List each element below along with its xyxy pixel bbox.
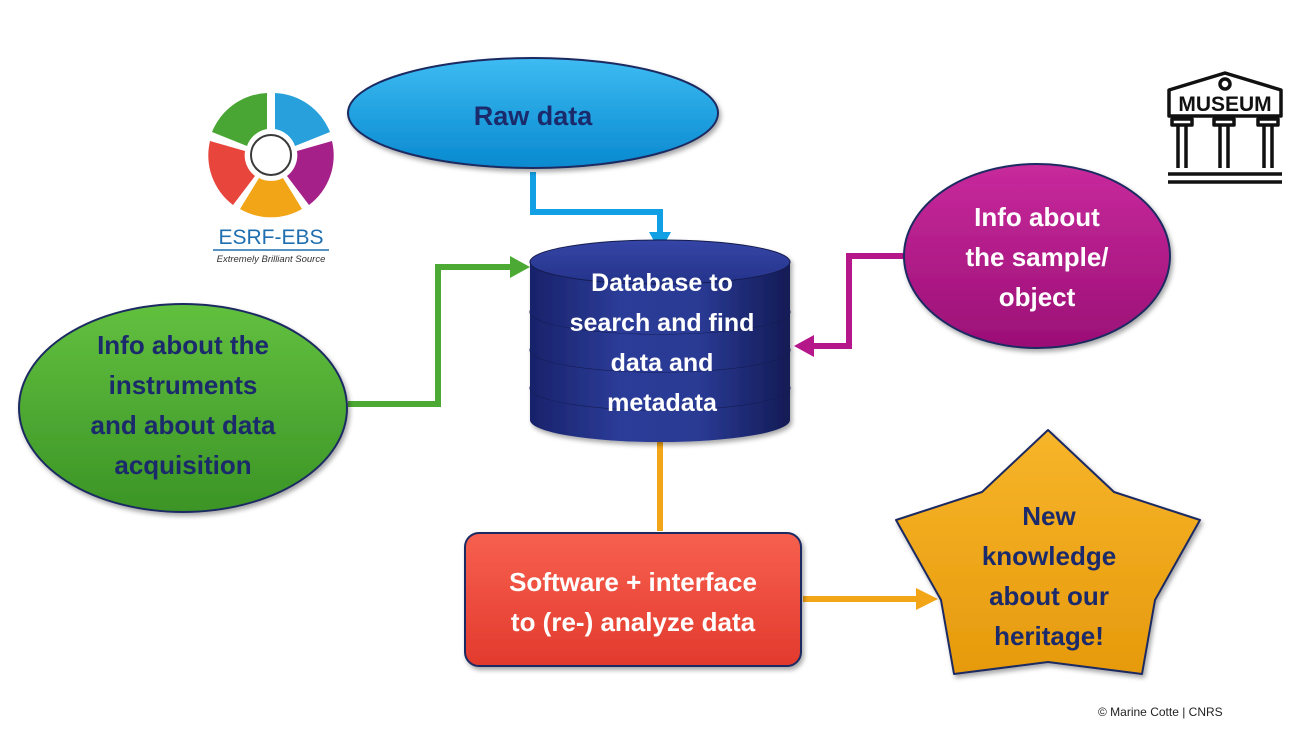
software-line-1: Software + interface — [509, 567, 757, 597]
knowledge-line-2: knowledge — [982, 541, 1116, 571]
raw-data-label: Raw data — [474, 101, 594, 131]
sample-line-2: the sample/ — [965, 242, 1108, 272]
database-cylinder — [529, 239, 791, 442]
instruments-node: Info about the instruments and about dat… — [18, 303, 348, 513]
software-line-2: to (re-) analyze data — [511, 607, 756, 637]
knowledge-line-3: about our — [989, 581, 1109, 611]
arrow-sample-to-database — [794, 253, 905, 357]
knowledge-line-4: heritage! — [994, 621, 1104, 651]
instruments-line-2: instruments — [109, 370, 258, 400]
database-line-1: Database to — [591, 269, 733, 297]
raw-data-node: Raw data — [347, 57, 719, 169]
esrf-logo-ring-icon — [208, 93, 334, 218]
esrf-logo-tagline: Extremely Brilliant Source — [217, 254, 326, 265]
copyright-credit: © Marine Cotte | CNRS — [1098, 705, 1223, 719]
database-label: Database to search and find data and met… — [570, 269, 755, 417]
instruments-line-4: acquisition — [114, 450, 251, 480]
sample-line-1: Info about — [974, 202, 1100, 232]
knowledge-line-1: New — [1022, 501, 1076, 531]
database-line-4: metadata — [607, 389, 718, 417]
database-line-2: search and find — [570, 309, 755, 337]
arrow-software-to-knowledge — [803, 588, 938, 610]
sample-node: Info about the sample/ object — [903, 163, 1171, 349]
esrf-logo-name: ESRF-EBS — [218, 226, 323, 249]
esrf-logo: ESRF-EBS Extremely Brilliant Source — [206, 86, 337, 266]
museum-label: MUSEUM — [1178, 93, 1271, 116]
sample-line-3: object — [999, 282, 1076, 312]
arrow-instruments-to-database — [348, 256, 530, 407]
database-line-3: data and — [611, 349, 714, 377]
software-node: Software + interface to (re-) analyze da… — [464, 532, 802, 667]
instruments-line-1: Info about the — [97, 330, 269, 360]
knowledge-node: New knowledge about our heritage! — [895, 429, 1201, 675]
museum-icon: MUSEUM — [1167, 71, 1283, 184]
instruments-line-3: and about data — [91, 410, 276, 440]
